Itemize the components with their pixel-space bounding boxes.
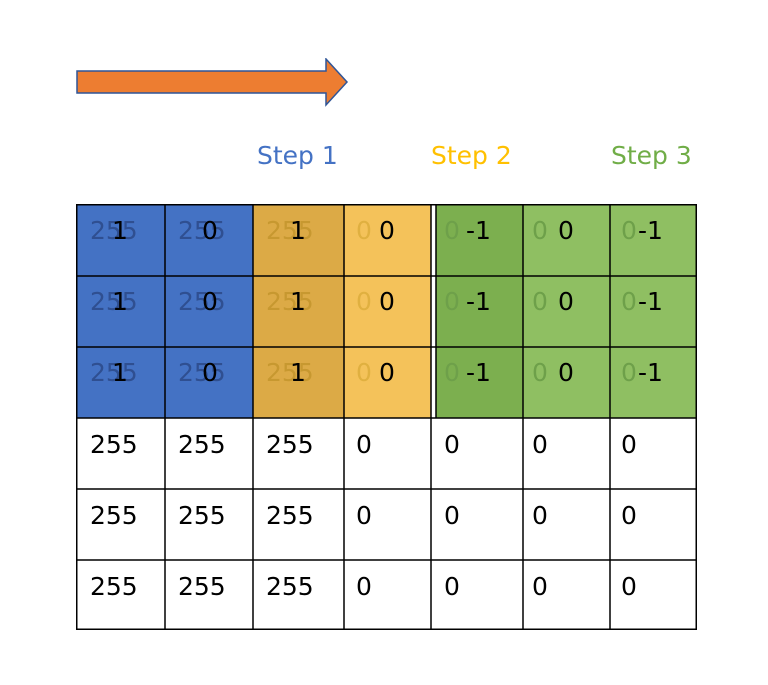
pixel-value: 255 xyxy=(178,430,226,459)
pixel-value: 0 xyxy=(356,572,372,601)
ghost-pixel: 0 xyxy=(444,216,460,245)
pixel-value: 0 xyxy=(444,501,460,530)
ghost-pixel: 0 xyxy=(444,287,460,316)
pixel-value: 0 xyxy=(444,572,460,601)
ghost-pixel: 255 xyxy=(178,216,226,245)
pixel-value: 255 xyxy=(266,430,314,459)
pixel-value: 0 xyxy=(356,501,372,530)
pixel-value: 0 xyxy=(532,501,548,530)
ghost-pixel: 0 xyxy=(356,358,372,387)
kernel-value: 0 xyxy=(558,287,574,316)
pixel-value: 255 xyxy=(266,572,314,601)
step-2-label: Step 2 xyxy=(431,141,512,170)
kernel-value: 1 xyxy=(112,358,128,387)
pixel-value: 255 xyxy=(90,430,138,459)
kernel-value: -1 xyxy=(466,216,491,245)
pixel-value: 0 xyxy=(532,572,548,601)
pixel-value: 255 xyxy=(90,572,138,601)
kernel-value: 1 xyxy=(290,358,306,387)
pixel-value: 255 xyxy=(178,572,226,601)
pixel-value: 0 xyxy=(532,430,548,459)
ghost-pixel: 255 xyxy=(178,287,226,316)
pixel-value: 0 xyxy=(621,501,637,530)
kernel-value: -1 xyxy=(466,287,491,316)
kernel-value: 1 xyxy=(290,287,306,316)
kernel-value: 0 xyxy=(379,216,395,245)
ghost-pixel: 0 xyxy=(532,287,548,316)
kernel-value: 0 xyxy=(558,216,574,245)
right-arrow-icon xyxy=(76,58,349,107)
ghost-pixel: 0 xyxy=(532,358,548,387)
ghost-pixel: 0 xyxy=(621,287,637,316)
ghost-pixel: 0 xyxy=(356,216,372,245)
kernel-value: 0 xyxy=(202,287,218,316)
pixel-value: 255 xyxy=(178,501,226,530)
ghost-pixel: 0 xyxy=(444,358,460,387)
kernel-value: 1 xyxy=(112,287,128,316)
ghost-pixel: 255 xyxy=(266,216,314,245)
ghost-pixel: 0 xyxy=(532,216,548,245)
pixel-value: 255 xyxy=(266,501,314,530)
kernel-value: 0 xyxy=(379,287,395,316)
pixel-value: 0 xyxy=(621,572,637,601)
ghost-pixel: 255 xyxy=(266,287,314,316)
ghost-pixel: 255 xyxy=(90,287,138,316)
kernel-value: 1 xyxy=(290,216,306,245)
ghost-pixel: 255 xyxy=(266,358,314,387)
kernel-value: -1 xyxy=(638,216,663,245)
pixel-value: 255 xyxy=(90,501,138,530)
step-3-label: Step 3 xyxy=(611,141,692,170)
kernel-value: 1 xyxy=(112,216,128,245)
kernel-value: -1 xyxy=(638,287,663,316)
kernel-value: 0 xyxy=(202,358,218,387)
ghost-pixel: 255 xyxy=(90,216,138,245)
pixel-grid: 255 255 255 0 0 0 0 255 255 255 0 0 0 0 … xyxy=(76,204,697,630)
ghost-pixel: 0 xyxy=(621,216,637,245)
kernel-value: 0 xyxy=(379,358,395,387)
kernel-value: -1 xyxy=(638,358,663,387)
pixel-value: 0 xyxy=(621,430,637,459)
step-1-label: Step 1 xyxy=(257,141,338,170)
ghost-pixel: 0 xyxy=(621,358,637,387)
kernel-value: -1 xyxy=(466,358,491,387)
kernel-value: 0 xyxy=(202,216,218,245)
ghost-pixel: 255 xyxy=(90,358,138,387)
ghost-pixel: 255 xyxy=(178,358,226,387)
kernel-value: 0 xyxy=(558,358,574,387)
pixel-value: 0 xyxy=(444,430,460,459)
ghost-pixel: 0 xyxy=(356,287,372,316)
pixel-value: 0 xyxy=(356,430,372,459)
